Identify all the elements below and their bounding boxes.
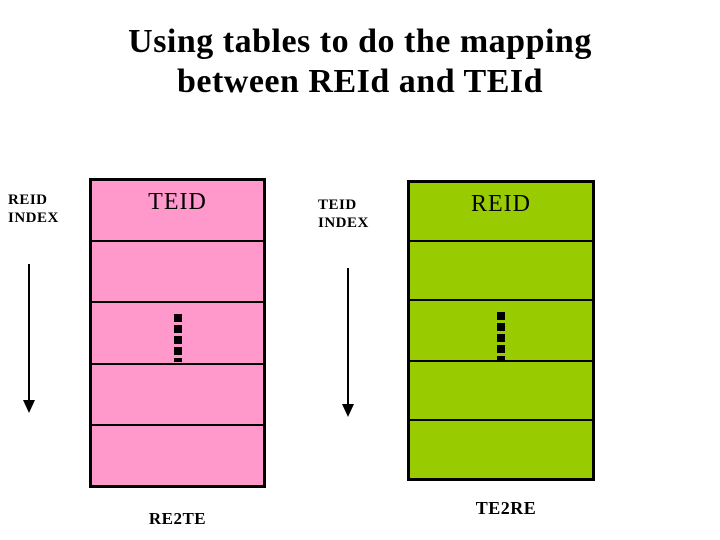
slide-title-line-1: Using tables to do the mapping xyxy=(128,23,592,60)
slide-title: Using tables to do the mapping between R… xyxy=(0,22,720,102)
vertical-ellipsis-icon xyxy=(173,314,182,363)
teid-index-label-line-1: TEID xyxy=(318,197,357,213)
table-row xyxy=(92,426,263,485)
table-row xyxy=(92,365,263,426)
down-arrow-icon xyxy=(342,268,354,417)
table-row xyxy=(410,362,592,421)
te2re-caption: TE2RE xyxy=(475,498,537,518)
reid-index-label-line-1: REID xyxy=(8,192,48,208)
arrow-shaft xyxy=(28,264,30,400)
table-row xyxy=(92,242,263,304)
arrow-head xyxy=(342,404,354,417)
table-row xyxy=(410,301,592,362)
te2re-table: REID xyxy=(407,180,595,481)
table-row xyxy=(92,303,263,365)
re2te-caption: RE2TE xyxy=(148,509,207,528)
slide-title-line-2: between REId and TEId xyxy=(176,63,544,100)
table-row xyxy=(410,242,592,301)
reid-index-label: REID INDEX xyxy=(8,191,59,227)
table-row: TEID xyxy=(92,181,263,243)
table-header: REID xyxy=(471,191,531,217)
teid-index-label-line-2: INDEX xyxy=(318,215,369,231)
re2te-table: TEID xyxy=(89,178,266,488)
arrow-head xyxy=(23,400,35,413)
table-row: REID xyxy=(410,183,592,242)
reid-index-label-line-2: INDEX xyxy=(8,210,59,226)
arrow-shaft xyxy=(347,268,349,404)
table-row xyxy=(410,421,592,478)
vertical-ellipsis-icon xyxy=(497,312,505,360)
down-arrow-icon xyxy=(23,264,35,413)
teid-index-label: TEID INDEX xyxy=(318,196,369,232)
table-header: TEID xyxy=(148,189,207,215)
